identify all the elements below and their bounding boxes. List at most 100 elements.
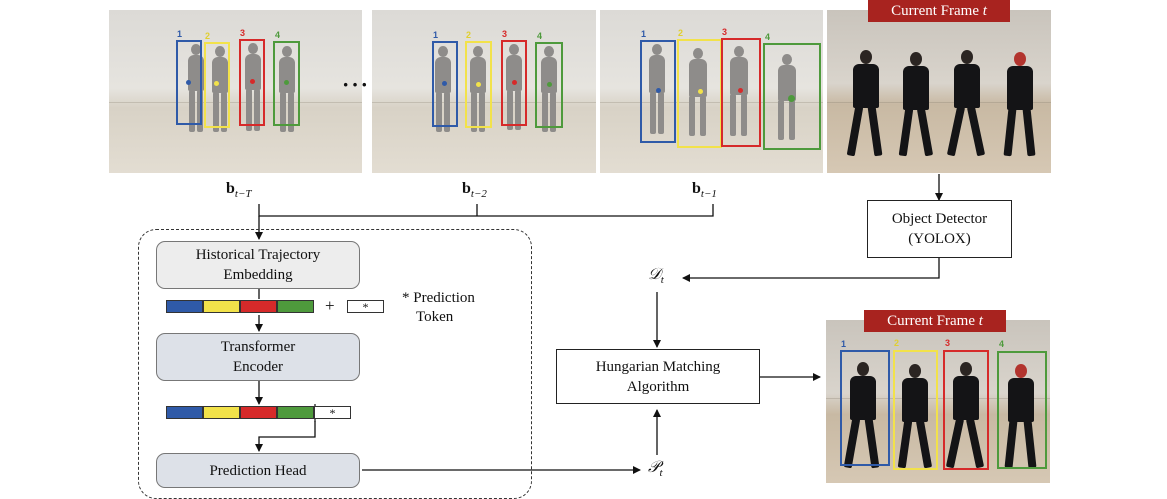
frame-t-minus-T: 1 2 3 4 <box>109 10 362 173</box>
current-frame-title-top: Current Frame t <box>868 0 1010 22</box>
center-dot-2 <box>476 82 481 87</box>
traj-label-t-minus-1: bt−1 <box>692 180 717 201</box>
hungarian-line-1: Hungarian Matching <box>595 358 721 375</box>
center-dot-3 <box>250 79 255 84</box>
bbox-track-1 <box>640 40 676 143</box>
note-line-1: * Prediction <box>402 290 475 306</box>
person-4 <box>538 46 560 134</box>
person-3 <box>727 46 751 138</box>
track-id-2: 2 <box>678 28 684 38</box>
prediction-token-note: * Prediction Token <box>402 289 475 327</box>
encoded-prediction-token: * <box>314 406 351 419</box>
current-frame-var: t <box>982 3 987 19</box>
bbox-track-4 <box>273 41 300 126</box>
hungarian-line-2: Algorithm <box>626 378 690 395</box>
current-frame-title-bottom: Current Frame t <box>864 310 1006 332</box>
bbox-track-4 <box>535 42 563 128</box>
track-id-3: 3 <box>945 338 951 348</box>
track-id-1: 1 <box>841 339 847 349</box>
track-id-1: 1 <box>177 29 183 39</box>
person-2 <box>898 52 934 158</box>
person-4 <box>276 46 298 134</box>
current-frame-label: Current Frame <box>887 313 975 329</box>
object-detector-title: Object Detector <box>891 211 988 227</box>
track-id-3: 3 <box>722 27 728 37</box>
center-dot-1 <box>186 80 191 85</box>
prediction-head-box: Prediction Head <box>156 453 360 488</box>
center-dot-4 <box>547 82 552 87</box>
encoded-token-yellow <box>203 406 240 419</box>
encoded-token-blue <box>166 406 203 419</box>
track-id-1: 1 <box>433 30 439 40</box>
encoder-line-2: Encoder <box>233 359 283 375</box>
track-id-1: 1 <box>641 29 647 39</box>
person-3 <box>242 43 264 133</box>
token-green <box>277 300 314 313</box>
object-detector-model: (YOLOX) <box>908 231 971 247</box>
encoder-line-1: Transformer <box>220 339 296 355</box>
frame-t-minus-2: 1 2 3 4 <box>372 10 596 173</box>
tracking-result-image: 1 2 3 4 <box>826 320 1050 483</box>
person-3 <box>503 44 525 132</box>
prediction-head-label: Prediction Head <box>209 462 307 479</box>
plus-sign: + <box>325 296 335 315</box>
center-dot-2 <box>214 81 219 86</box>
encoded-token-green <box>277 406 314 419</box>
frames-ellipsis: ··· <box>342 72 371 97</box>
current-frame-label: Current Frame <box>891 3 979 19</box>
note-line-2: Token <box>416 309 454 325</box>
traj-label-t-minus-2: bt−2 <box>462 180 487 201</box>
person-4 <box>1004 364 1038 470</box>
person-1 <box>646 44 668 136</box>
person-4 <box>1003 52 1037 158</box>
token-blue <box>166 300 203 313</box>
person-4 <box>775 54 799 142</box>
bbox-track-3 <box>943 350 989 470</box>
person-3 <box>946 50 986 160</box>
bbox-track-1 <box>840 350 890 466</box>
track-id-4: 4 <box>765 32 771 42</box>
bbox-track-1 <box>176 40 202 125</box>
track-id-2: 2 <box>466 30 472 40</box>
bbox-track-2 <box>465 41 492 128</box>
person-2 <box>686 48 710 138</box>
track-id-3: 3 <box>502 29 508 39</box>
person-3 <box>945 362 985 472</box>
track-id-4: 4 <box>537 31 543 41</box>
frame-t-minus-1: 1 2 3 4 <box>600 10 823 173</box>
token-yellow <box>203 300 240 313</box>
hungarian-matching-box: Hungarian Matching Algorithm <box>556 349 760 404</box>
center-dot-1 <box>442 81 447 86</box>
person-1 <box>846 50 883 158</box>
token-red <box>240 300 277 313</box>
encoded-token-red <box>240 406 277 419</box>
track-id-4: 4 <box>999 339 1005 349</box>
center-dot-4 <box>788 95 795 102</box>
traj-label-t-minus-T: bt−T <box>226 180 252 201</box>
track-id-2: 2 <box>205 31 211 41</box>
current-frame-image <box>827 10 1051 173</box>
transformer-encoder-box: Transformer Encoder <box>156 333 360 381</box>
track-id-4: 4 <box>275 30 281 40</box>
prediction-token: * <box>347 300 384 313</box>
object-detector-box: Object Detector (YOLOX) <box>867 200 1012 258</box>
person-1 <box>843 362 880 470</box>
center-dot-1 <box>656 88 661 93</box>
center-dot-2 <box>698 89 703 94</box>
center-dot-3 <box>738 88 743 93</box>
person-2 <box>897 364 933 470</box>
bbox-track-2 <box>893 350 938 470</box>
bbox-track-1 <box>432 41 458 127</box>
bbox-track-3 <box>239 39 265 126</box>
predictions-label: 𝒫t <box>648 459 663 480</box>
current-frame-var: t <box>978 313 983 329</box>
bbox-track-3 <box>721 38 761 147</box>
detections-label: 𝒟t <box>648 266 664 287</box>
bbox-track-3 <box>501 40 527 126</box>
bbox-track-2 <box>204 42 230 128</box>
person-1 <box>432 46 454 134</box>
hte-line-2: Embedding <box>223 267 293 283</box>
center-dot-4 <box>284 80 289 85</box>
hte-line-1: Historical Trajectory <box>195 247 321 263</box>
